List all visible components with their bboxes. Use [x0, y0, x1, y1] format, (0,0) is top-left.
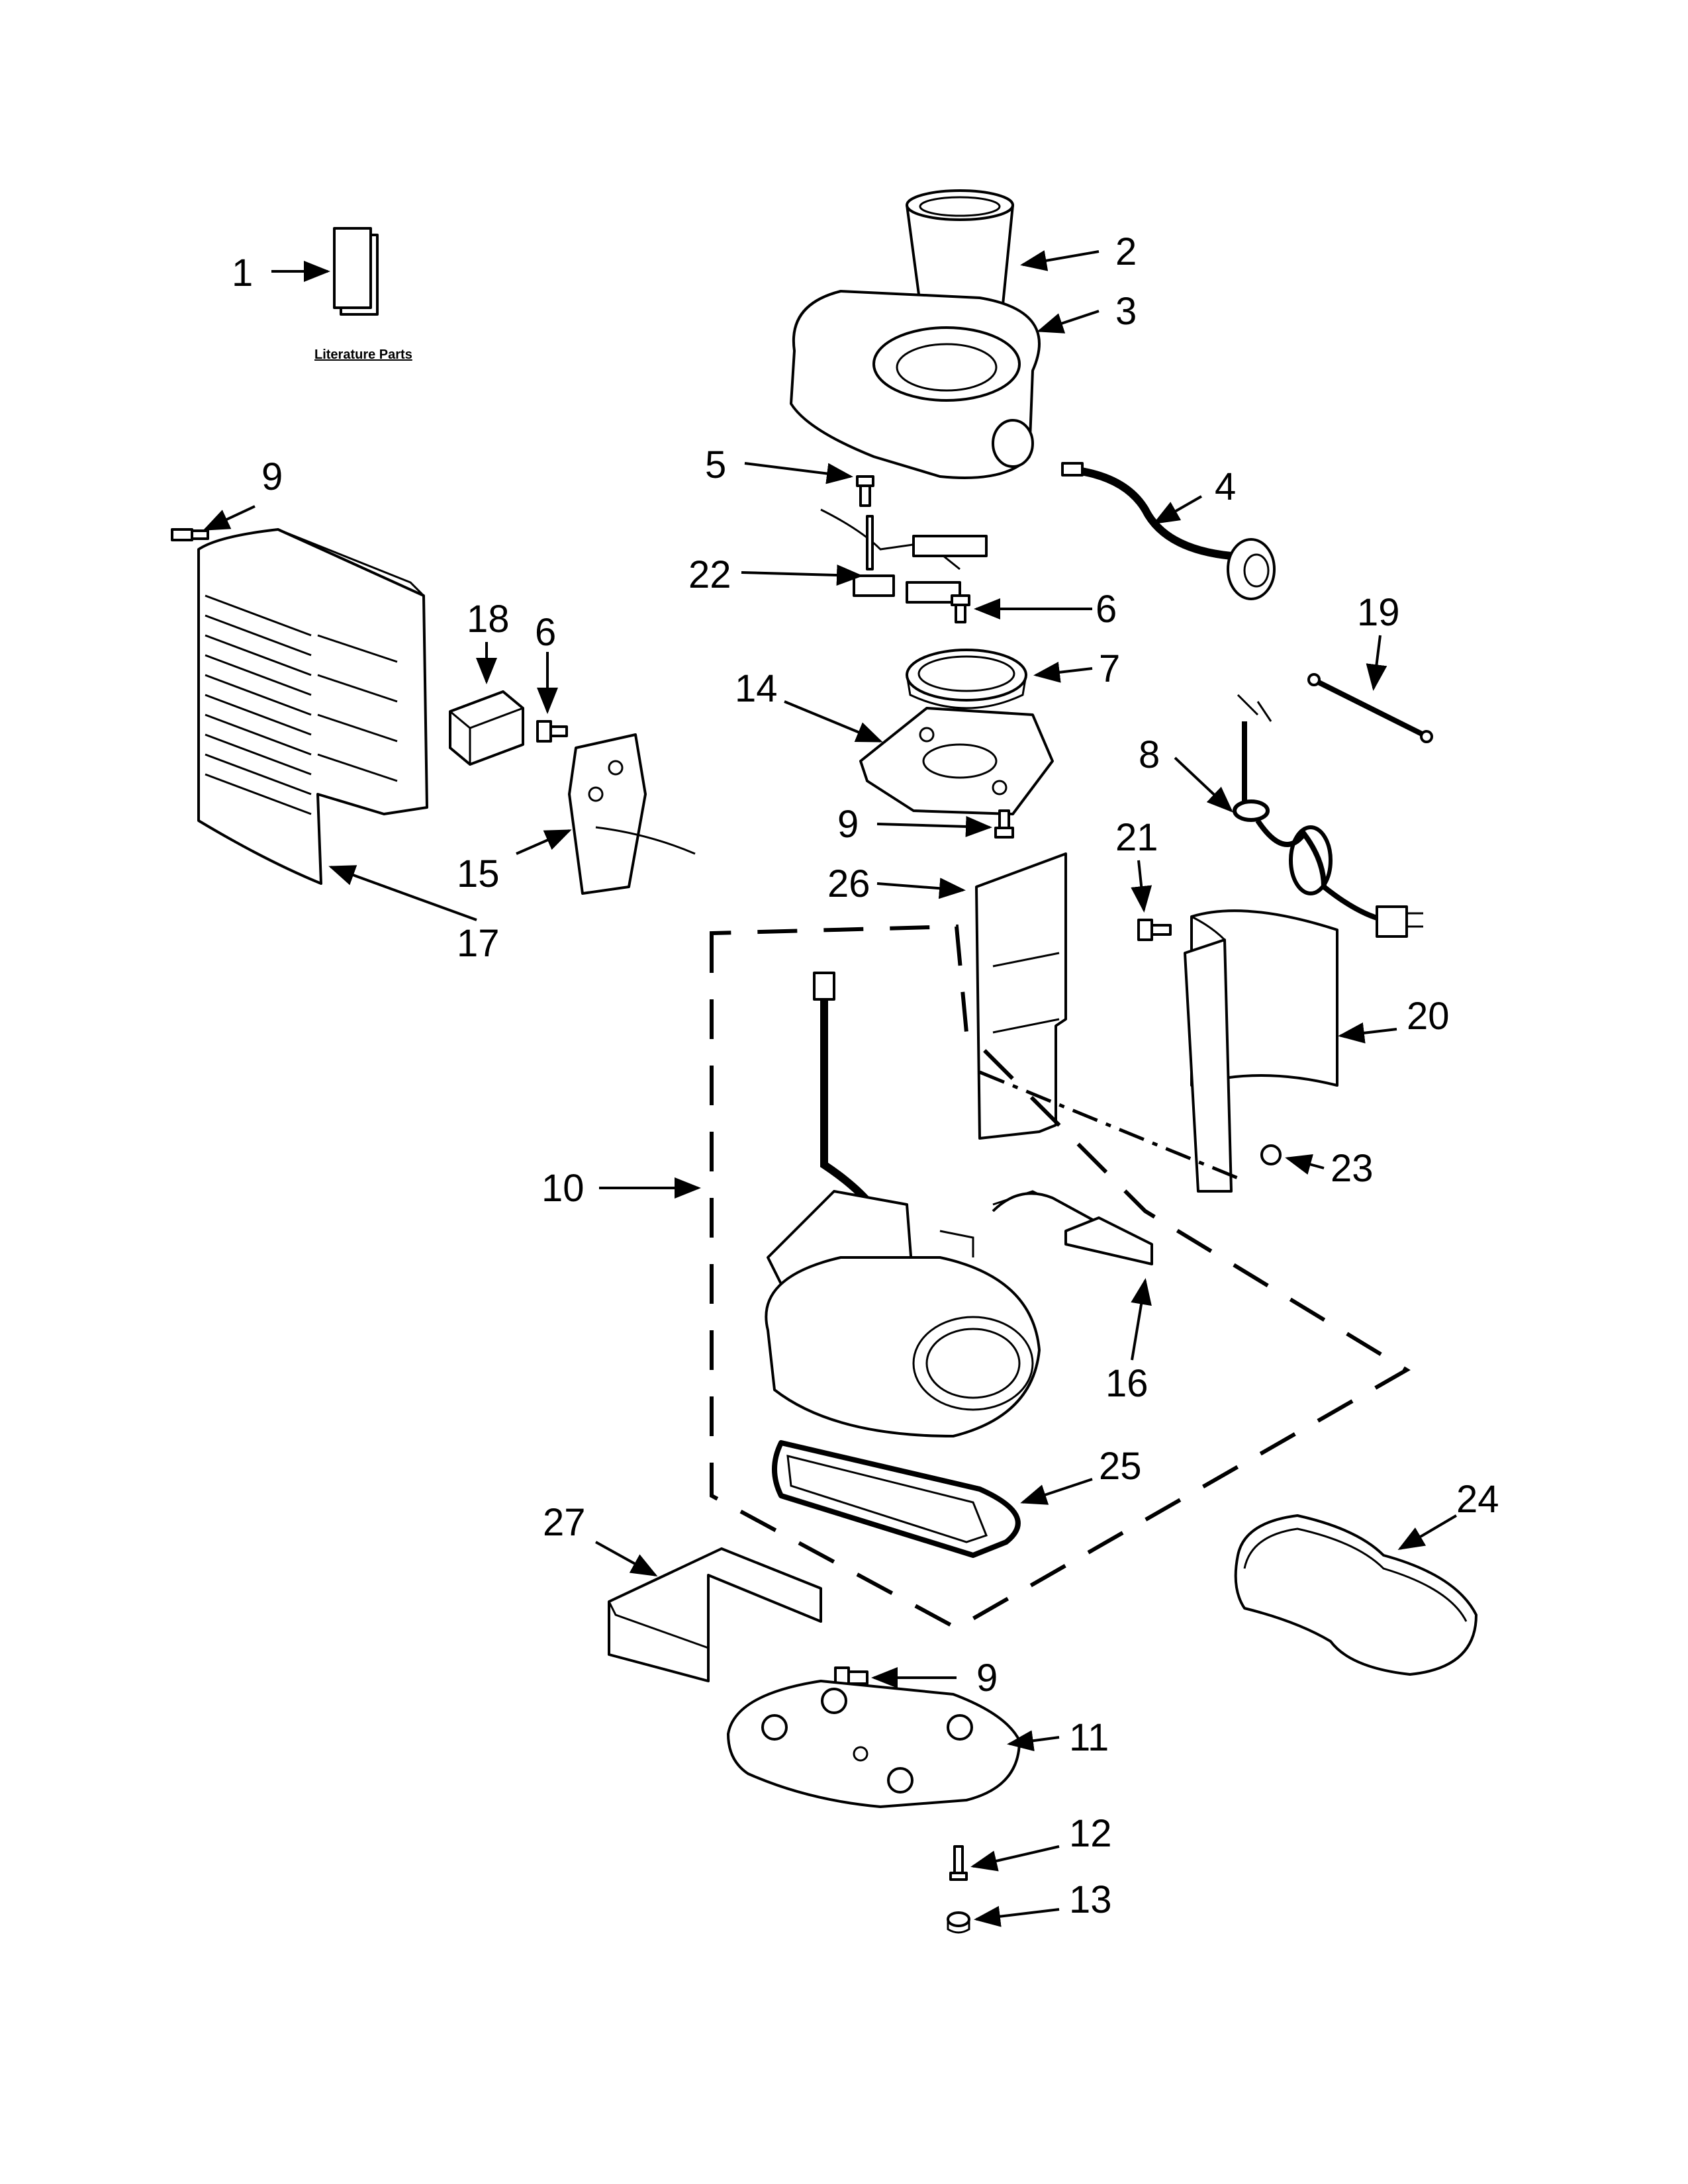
- callout-6-left: 6: [535, 611, 556, 654]
- part-24-trim-band: [1234, 1514, 1477, 1676]
- part-22-switch: [820, 508, 988, 604]
- callout-25: 25: [1099, 1445, 1142, 1488]
- callout-19: 19: [1357, 591, 1400, 634]
- part-15-control-board: [568, 733, 696, 895]
- callout-1: 1: [232, 251, 253, 295]
- part-19-jumper: [1307, 673, 1433, 743]
- literature-parts-label: Literature Parts: [314, 347, 412, 362]
- part-23-screw: [1260, 1144, 1282, 1165]
- part-14-plate: [859, 707, 1054, 815]
- callout-5: 5: [705, 443, 726, 486]
- part-25-belt: [772, 1440, 1021, 1558]
- part-1-literature: Literature Parts: [314, 227, 412, 362]
- part-7-ring: [906, 649, 1027, 709]
- callout-24: 24: [1456, 1478, 1499, 1521]
- part-16-lever: [1064, 1216, 1153, 1265]
- callout-20: 20: [1407, 995, 1450, 1038]
- part-2-cup: [906, 189, 1014, 312]
- callout-4: 4: [1215, 465, 1236, 508]
- callout-23: 23: [1331, 1147, 1374, 1190]
- callout-9-center: 9: [837, 803, 859, 846]
- callout-9-left: 9: [261, 455, 283, 498]
- leader-arrows: [203, 250, 1458, 1927]
- callout-26: 26: [827, 862, 870, 905]
- part-13-foot: [947, 1911, 970, 1934]
- part-20-rear-panel: [1184, 909, 1338, 1193]
- part-18-module: [449, 690, 524, 766]
- callout-15: 15: [457, 852, 500, 895]
- callout-3: 3: [1115, 290, 1137, 333]
- part-5-screw: [856, 475, 874, 507]
- part-6-screw-left: [536, 720, 568, 743]
- callout-16: 16: [1105, 1362, 1149, 1405]
- callout-7: 7: [1099, 647, 1120, 690]
- callout-13: 13: [1069, 1878, 1112, 1921]
- callout-10: 10: [541, 1167, 585, 1210]
- part-17-rear-housing: [197, 528, 428, 885]
- callout-27: 27: [543, 1501, 586, 1544]
- callout-21: 21: [1115, 816, 1158, 859]
- callout-8: 8: [1139, 733, 1160, 776]
- part-11-foot-plate: [727, 1680, 1021, 1808]
- part-4-speed-control: [1061, 462, 1276, 600]
- callout-22: 22: [688, 553, 731, 596]
- callout-17: 17: [457, 922, 500, 965]
- part-26-shield: [975, 852, 1067, 1140]
- part-21-screw: [1137, 919, 1172, 941]
- callout-labels: 1 2 3 4 5 6 6 7 8 9 9 9 10 11 12 13 14 1…: [232, 230, 1499, 1921]
- callout-18: 18: [467, 598, 510, 641]
- callout-2: 2: [1115, 230, 1137, 273]
- part-9-screw-left: [171, 528, 209, 541]
- part-3-housing-top: [790, 290, 1041, 479]
- callout-9-bottom: 9: [976, 1657, 998, 1700]
- callout-14: 14: [735, 667, 778, 710]
- part-6-screw-top: [951, 594, 970, 623]
- callout-12: 12: [1069, 1812, 1112, 1855]
- part-9-screw-center: [994, 809, 1014, 839]
- part-12-screw: [949, 1845, 968, 1881]
- part-27-bracket: [608, 1547, 822, 1682]
- callout-6-top: 6: [1096, 588, 1117, 631]
- callout-11: 11: [1069, 1716, 1109, 1759]
- part-8-power-cord: [1233, 694, 1423, 938]
